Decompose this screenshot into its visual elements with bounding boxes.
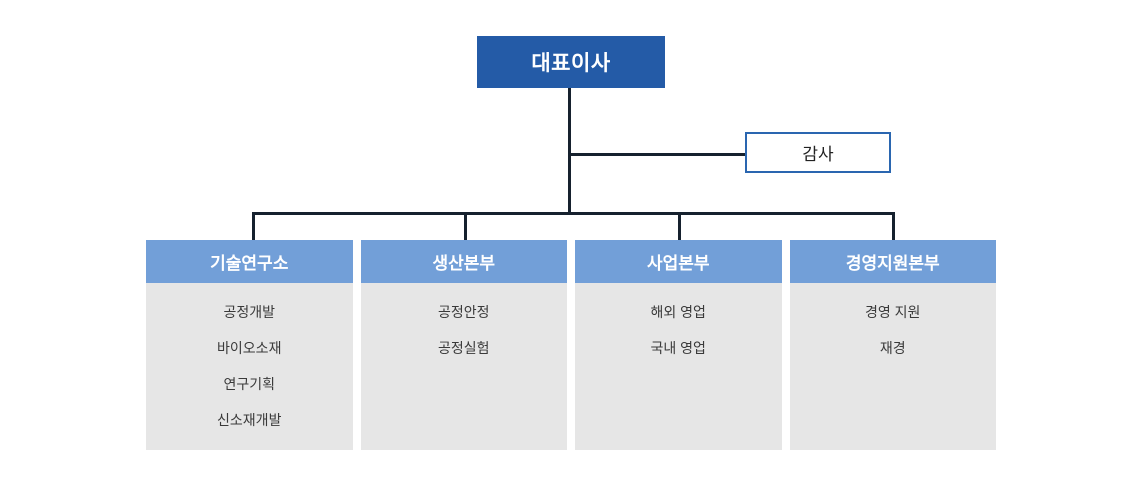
department-item: 해외 영업: [650, 304, 706, 320]
department-header-production: 생산본부: [360, 240, 567, 283]
connector-drop-department-1: [252, 212, 255, 240]
node-ceo: 대표이사: [477, 36, 665, 88]
connector-drop-department-3: [678, 212, 681, 240]
department-body-business: 해외 영업 국내 영업: [575, 283, 782, 450]
connector-ceo-trunk: [568, 88, 571, 214]
department-item: 공정개발: [223, 304, 276, 320]
department-body-technology-research: 공정개발 바이오소재 연구기획 신소재개발: [146, 283, 353, 450]
connector-drop-department-4: [892, 212, 895, 240]
department-column-technology-research: 기술연구소 공정개발 바이오소재 연구기획 신소재개발: [146, 240, 353, 450]
department-column-business: 사업본부 해외 영업 국내 영업: [575, 240, 782, 450]
connector-auditor-branch: [568, 153, 747, 156]
department-item: 신소재개발: [217, 412, 282, 428]
department-column-production: 생산본부 공정안정 공정실험: [360, 240, 567, 450]
department-item: 공정실험: [437, 340, 490, 356]
department-item: 국내 영업: [650, 340, 706, 356]
department-item: 경영 지원: [865, 304, 921, 320]
department-header-business: 사업본부: [575, 240, 782, 283]
department-header-technology-research: 기술연구소: [146, 240, 353, 283]
connector-drop-department-2: [464, 212, 467, 240]
node-auditor: 감사: [745, 132, 891, 173]
department-body-management-support: 경영 지원 재경: [789, 283, 996, 450]
department-item: 연구기획: [223, 376, 276, 392]
department-item: 공정안정: [437, 304, 490, 320]
department-body-production: 공정안정 공정실험: [360, 283, 567, 450]
department-header-management-support: 경영지원본부: [789, 240, 996, 283]
connector-department-bus: [252, 212, 895, 215]
department-item: 바이오소재: [217, 340, 282, 356]
department-item: 재경: [879, 340, 906, 356]
department-column-management-support: 경영지원본부 경영 지원 재경: [789, 240, 996, 450]
department-columns: 기술연구소 공정개발 바이오소재 연구기획 신소재개발 생산본부 공정안정 공정…: [146, 240, 996, 450]
